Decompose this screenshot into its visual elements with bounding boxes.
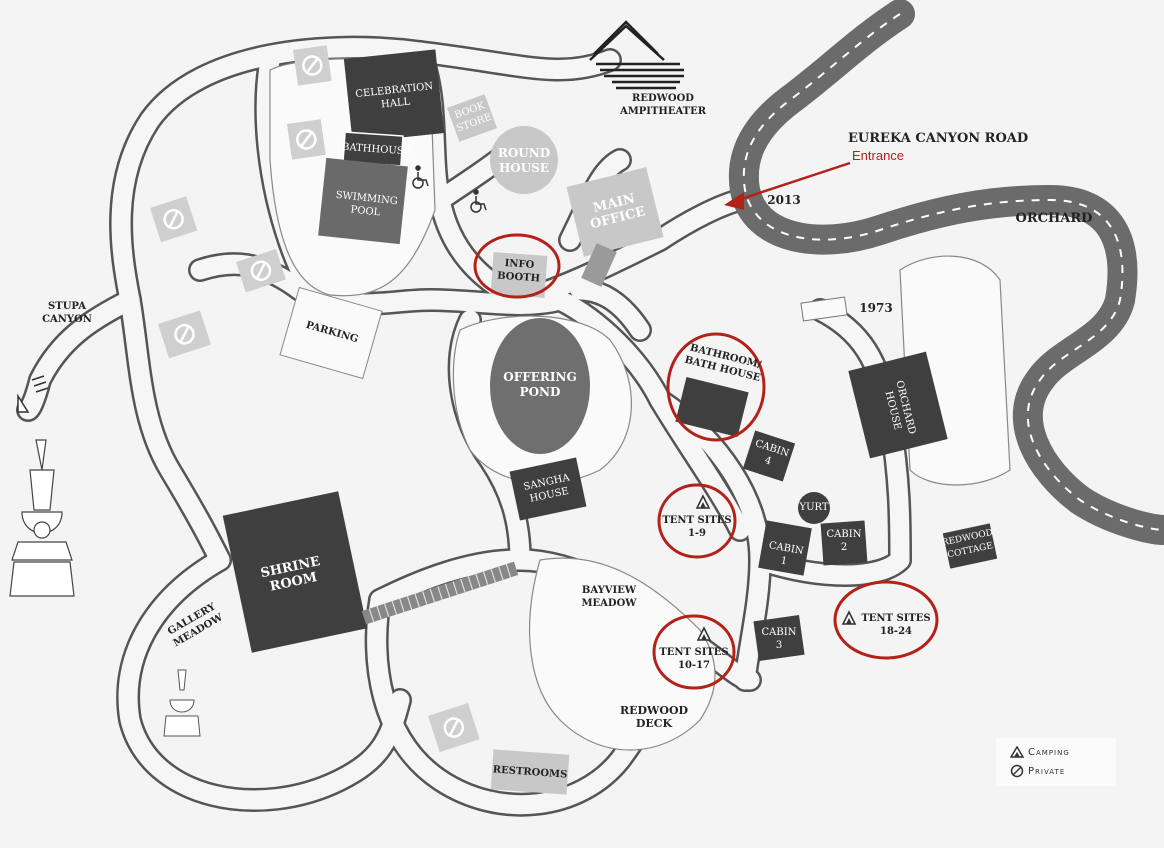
highlight-info-booth	[473, 233, 561, 299]
label-tent-sites-18-24: TENT SITES 18-24	[861, 613, 931, 637]
tent-icon	[696, 626, 712, 641]
highlight-circles	[473, 233, 939, 690]
private-marker	[150, 196, 198, 243]
highlight-tent-sites-1-9	[657, 483, 737, 559]
cabin-3-building	[753, 614, 805, 662]
private-marker	[287, 119, 326, 160]
buildings	[222, 49, 998, 795]
private-marker	[236, 249, 286, 293]
label-round-house: ROUND HOUSE	[497, 146, 551, 175]
yurt-building	[798, 492, 830, 524]
round-house-building	[490, 126, 558, 194]
book-store-building	[447, 94, 497, 142]
cabin-1-building	[758, 520, 812, 576]
label-bayview-meadow: BAYVIEW MEADOW	[581, 585, 637, 609]
label-cabin-3: CABIN 3	[761, 627, 797, 651]
highlight-tent-sites-10-17	[652, 614, 736, 690]
tent-icon	[1009, 745, 1025, 758]
private-marker	[158, 310, 211, 359]
label-yurt: YURT	[799, 502, 829, 513]
wheelchair-icon	[470, 189, 487, 213]
entrance-arrow	[724, 161, 851, 210]
label-entrance: Entrance	[852, 148, 905, 163]
stupa-drawing	[9, 439, 75, 597]
main-office-annex	[581, 243, 617, 287]
offering-pond	[490, 318, 590, 454]
map-legend: Camping Private	[996, 738, 1116, 786]
label-road: EUREKA CANYON ROAD	[848, 131, 1029, 146]
private-marker	[428, 703, 480, 753]
legend-private-row: Private	[1010, 764, 1065, 778]
wheelchair-icon	[412, 165, 429, 189]
cabin-2-building	[820, 520, 868, 566]
cabin-4-building	[742, 430, 796, 482]
legend-private-label: Private	[1028, 766, 1066, 777]
private-marker	[293, 45, 332, 86]
tent-icon	[841, 610, 857, 625]
ampitheater-seating	[589, 20, 684, 90]
orchard-house-building	[848, 351, 948, 459]
prohibited-icon	[1010, 764, 1024, 778]
main-office-building	[566, 167, 664, 257]
tent-icon	[695, 494, 711, 509]
label-address-1973: 1973	[859, 301, 893, 315]
legend-camping-row: Camping	[1009, 745, 1070, 758]
label-cabin-2: CABIN 2	[826, 529, 862, 553]
label-offering-pond: OFFERING POND	[503, 370, 577, 399]
private-markers	[150, 45, 480, 753]
label-tent-sites-10-17: TENT SITES 10-17	[659, 647, 729, 671]
redwood-cottage-building	[942, 523, 998, 569]
parking-lot	[279, 286, 383, 380]
swimming-pool-building	[318, 157, 408, 245]
celebration-hall-building	[343, 49, 445, 143]
bathroom-bathhouse-building	[675, 376, 749, 438]
label-stupa-canyon: STUPA CANYON	[42, 301, 92, 325]
highlight-tent-sites-18-24	[833, 580, 939, 660]
info-booth-building	[490, 252, 548, 298]
sangha-house-building	[509, 457, 587, 521]
driveways	[800, 296, 848, 322]
label-orchard: ORCHARD	[1015, 211, 1093, 226]
stupa-drawing-small	[163, 669, 201, 737]
eureka-canyon-road	[728, 0, 1164, 545]
highlight-bathroom	[666, 332, 766, 442]
shrine-room-building	[222, 491, 368, 653]
label-redwood-deck: REDWOOD DECK	[619, 704, 689, 730]
trail-end	[17, 375, 49, 413]
label-redwood-ampitheater: REDWOOD AMPITHEATER	[619, 93, 707, 117]
label-tent-sites-1-9: TENT SITES 1-9	[662, 515, 732, 539]
label-info-booth: INFO BOOTH	[496, 257, 541, 285]
label-address-2013: 2013	[767, 193, 801, 207]
bridge	[361, 561, 519, 625]
restrooms-building	[490, 749, 570, 795]
legend-camping-label: Camping	[1028, 747, 1070, 758]
